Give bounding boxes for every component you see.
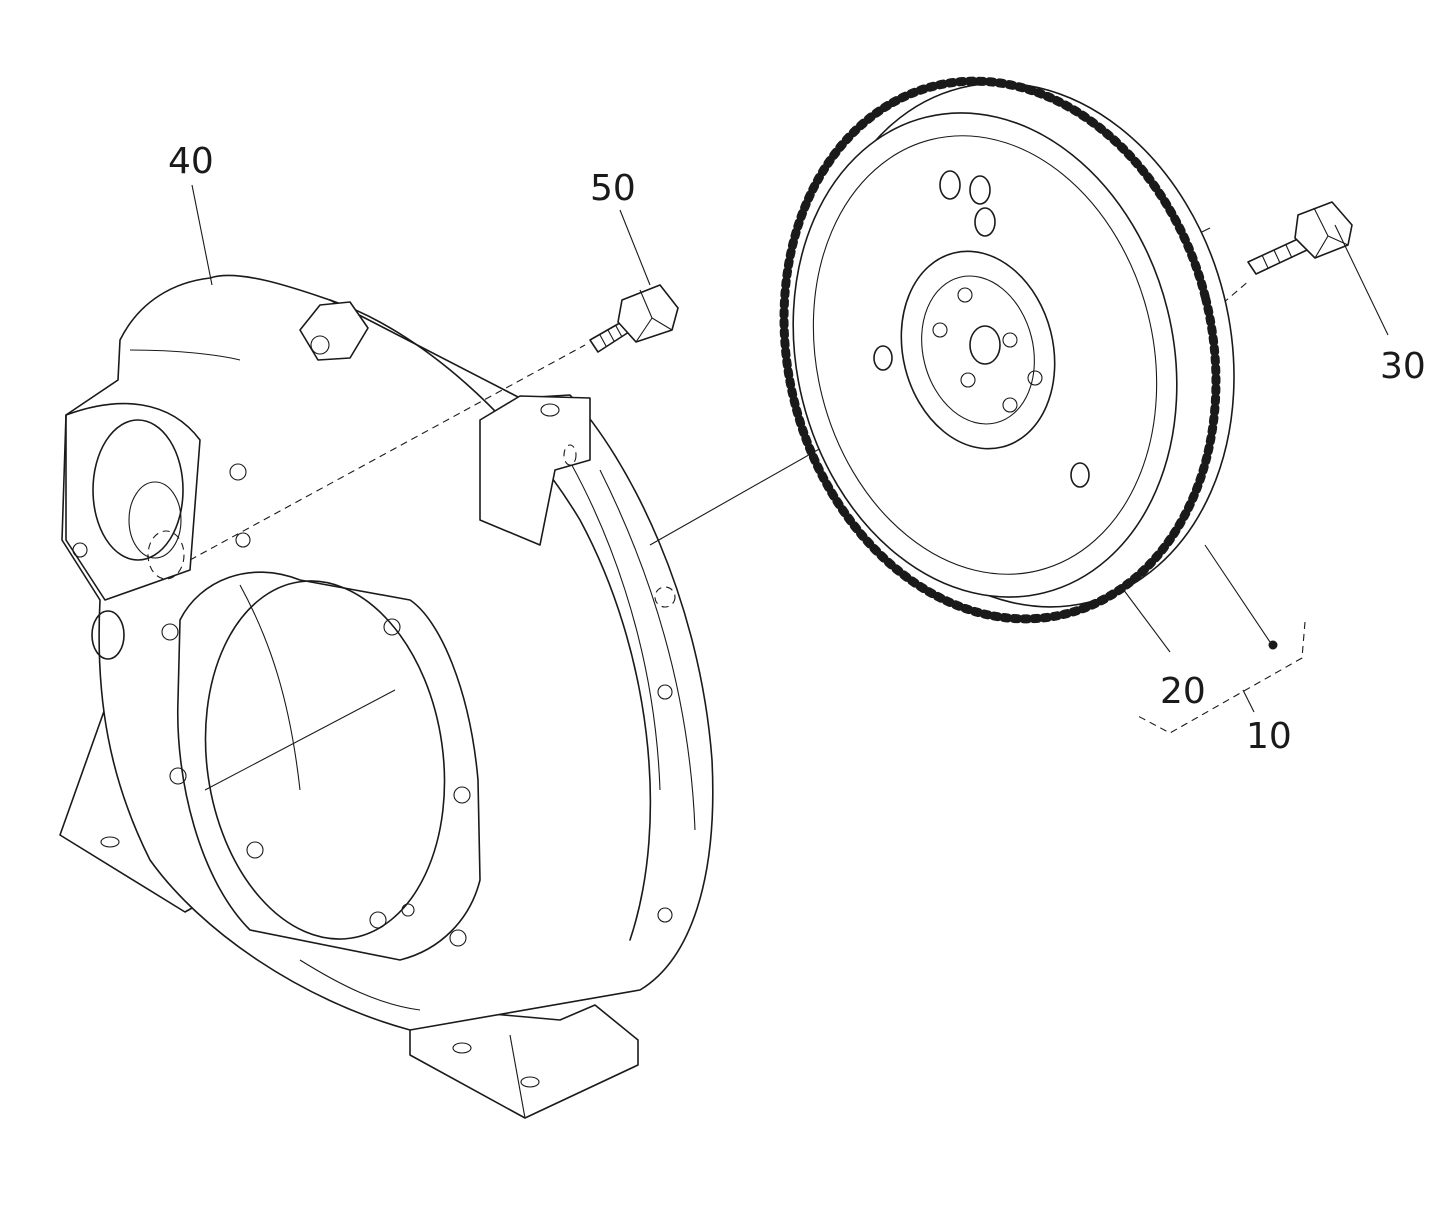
leader-assembly bbox=[1204, 544, 1273, 646]
flywheel-housing bbox=[59, 274, 714, 1119]
ring-gear-teeth bbox=[779, 76, 1221, 624]
leader-20 bbox=[1119, 584, 1171, 653]
flywheel-ring-gear bbox=[779, 76, 1235, 624]
callout-40: 40 bbox=[168, 141, 214, 182]
flywheel-bolt bbox=[1247, 201, 1353, 275]
callout-50: 50 bbox=[590, 168, 636, 209]
leader-dot bbox=[1268, 640, 1278, 650]
leader-50 bbox=[619, 209, 651, 286]
assembly-bracket bbox=[1137, 621, 1306, 734]
callout-20: 20 bbox=[1160, 671, 1206, 712]
housing-bolt bbox=[589, 284, 679, 353]
callout-10: 10 bbox=[1246, 716, 1292, 757]
callout-30: 30 bbox=[1380, 346, 1426, 387]
leader-40 bbox=[191, 184, 213, 286]
leader-30 bbox=[1334, 224, 1389, 336]
